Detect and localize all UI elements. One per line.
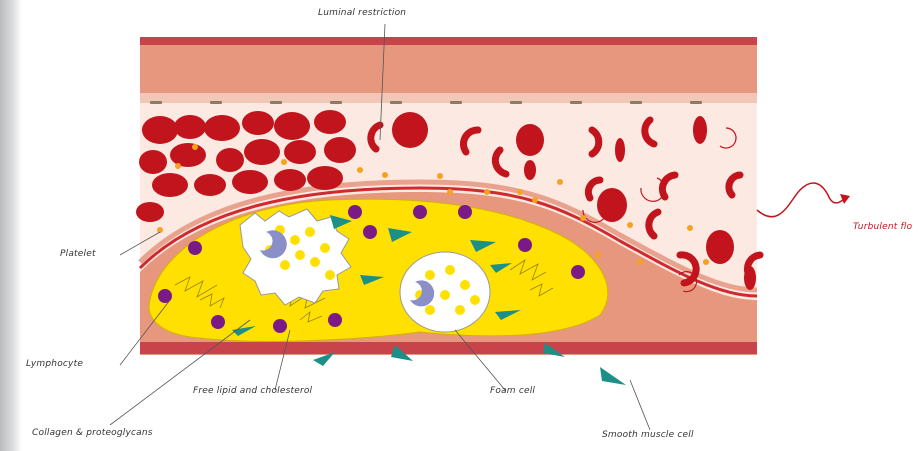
free-lipid-cholesterol-label: Free lipid and cholesterol <box>193 386 312 396</box>
collagen-proteoglycans-label: Collagen & proteoglycans <box>32 428 153 438</box>
lower-wall-bottom-edge <box>140 342 757 354</box>
foam-cell-label: Foam cell <box>490 386 535 396</box>
turbulent-flow-label: Turbulent flo <box>853 222 912 232</box>
platelet-label: Platelet <box>60 249 96 259</box>
upper-vessel-wall <box>140 37 757 100</box>
luminal-restriction-label: Luminal restriction <box>318 8 406 18</box>
upper-wall-edge <box>140 37 757 45</box>
lymphocyte-label: Lymphocyte <box>26 359 83 369</box>
smooth-muscle-cell-label: Smooth muscle cell <box>602 430 694 440</box>
turbulent-flow-arrow <box>757 183 845 217</box>
turbulent-flow-arrowhead <box>840 194 850 204</box>
